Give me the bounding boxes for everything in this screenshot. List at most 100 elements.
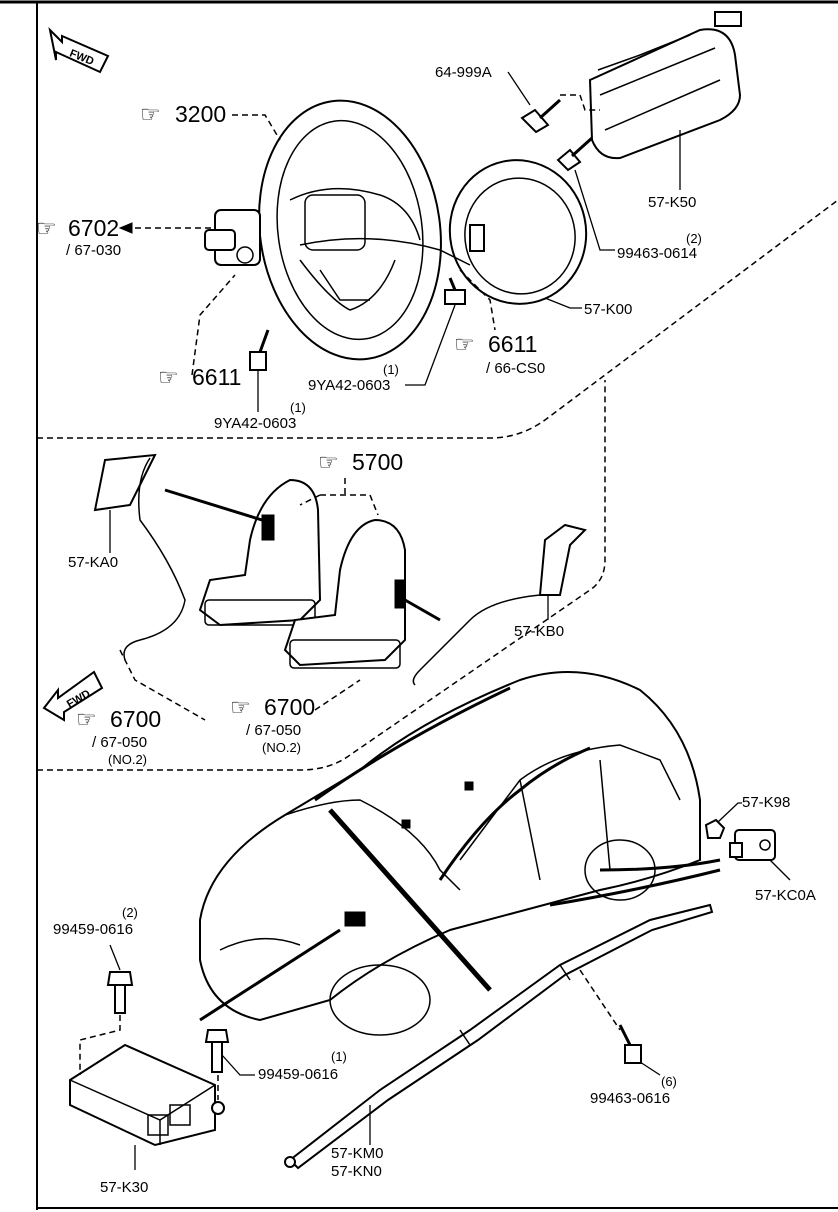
curtain-pointer-left xyxy=(199,928,341,1022)
leader-99463-0614 xyxy=(574,169,615,251)
curtain-airbag-module xyxy=(284,903,714,1170)
ref-6611-right-sub: / 66-CS0 xyxy=(486,360,545,377)
driver-airbag-module xyxy=(448,159,588,305)
part-9YA42-a-qty: (1) xyxy=(383,362,399,377)
part-57-KC0A: 57-KC0A xyxy=(755,887,816,904)
ref-6611-right[interactable]: 6611 / 66-CS0 xyxy=(486,331,545,377)
part-57-KA0: 57-KA0 xyxy=(68,554,118,571)
ref-3200-text: 3200 xyxy=(175,101,226,127)
ref-6702-sub: / 67-030 xyxy=(66,242,121,259)
ref-6611-left[interactable]: 6611 xyxy=(192,364,241,390)
leader-6611-left xyxy=(191,274,236,376)
airbag-control-unit xyxy=(69,1043,225,1147)
hand-icon: ☞ xyxy=(454,331,475,357)
part-57-K50: 57-K50 xyxy=(648,194,696,211)
side-airbag-module-left xyxy=(93,453,186,661)
hand-icon: ☞ xyxy=(76,706,97,732)
part-99463-0616-qty: (6) xyxy=(661,1074,677,1089)
leader-6700-left xyxy=(119,649,206,721)
bolt-9YA42-right xyxy=(444,277,466,305)
ref-6611-left-text: 6611 xyxy=(192,364,241,390)
leader-passenger-screw xyxy=(560,94,600,111)
ref-6700-left-text: 6700 xyxy=(110,706,161,732)
ref-6700-right[interactable]: 6700 / 67-050 (NO.2) xyxy=(246,694,315,755)
leader-99459-b xyxy=(221,1054,255,1076)
leader-control-unit-bolt xyxy=(79,1015,121,1075)
leader-6700-right xyxy=(314,679,361,711)
roof-rail-right xyxy=(438,746,591,881)
part-99459-a-qty: (2) xyxy=(122,905,138,920)
section-divider-upper xyxy=(37,199,838,439)
hand-icon: ☞ xyxy=(36,215,57,241)
part-57-KB0: 57-KB0 xyxy=(514,623,564,640)
roof-rail-left xyxy=(314,686,511,802)
bolt-99459-bottom xyxy=(204,1029,230,1073)
wire-steering xyxy=(299,237,471,266)
part-9YA42-b-qty: (1) xyxy=(290,400,306,415)
passenger-airbag-module xyxy=(588,11,742,160)
hand-icon: ☞ xyxy=(140,101,161,127)
part-99459-a: 99459-0616 xyxy=(53,921,133,938)
leader-57-KC0A xyxy=(769,859,791,881)
part-99459-b-qty: (1) xyxy=(331,1049,347,1064)
screw-99463-0614 xyxy=(556,136,594,172)
part-64-999A: 64-999A xyxy=(435,64,492,81)
part-9YA42-b: 9YA42-0603 xyxy=(214,415,296,432)
bolt-9YA42-left xyxy=(249,329,270,371)
ref-5700[interactable]: 5700 xyxy=(352,449,403,475)
part-57-KM0: 57-KM0 xyxy=(331,1145,384,1162)
leader-99459-a xyxy=(109,944,121,971)
part-57-K00: 57-K00 xyxy=(584,301,632,318)
leader-9YA42-a xyxy=(405,304,456,386)
part-57-KN0: 57-KN0 xyxy=(331,1163,382,1180)
bolt-99459-top xyxy=(106,971,134,1014)
leader-6611-right xyxy=(459,269,496,331)
hand-icon: ☞ xyxy=(158,364,179,390)
leader-curtain-bolt xyxy=(579,969,621,1031)
ref-6700-right-sub: / 67-050 xyxy=(246,722,301,739)
leader-5700 xyxy=(299,478,379,516)
ref-5700-text: 5700 xyxy=(352,449,403,475)
front-seat-left xyxy=(198,478,322,627)
front-seat-right xyxy=(283,518,406,669)
hand-icon: ☞ xyxy=(230,694,251,720)
sensor-pointer xyxy=(599,858,721,872)
part-99463-0616: 99463-0616 xyxy=(590,1090,670,1107)
curtain-pointer-right xyxy=(549,868,721,907)
part-99459-b: 99459-0616 xyxy=(258,1066,338,1083)
ref-6700-left-sub: / 67-050 xyxy=(92,734,147,751)
side-airbag-module-right xyxy=(412,523,587,686)
ref-6700-right-note: (NO.2) xyxy=(262,740,301,755)
part-9YA42-a: 9YA42-0603 xyxy=(308,377,390,394)
leader-99463-0616 xyxy=(639,1061,661,1076)
ref-6700-right-text: 6700 xyxy=(264,694,315,720)
curtain-pointer-mid xyxy=(328,808,492,992)
fwd-arrow-top: FWD xyxy=(48,26,110,74)
part-57-K30: 57-K30 xyxy=(100,1179,148,1196)
ref-6702-text: 6702 xyxy=(68,215,119,241)
crash-sensor-57-KC0A xyxy=(729,829,776,861)
seat-pointer-left xyxy=(164,488,263,522)
part-57-K98: 57-K98 xyxy=(742,794,790,811)
seat-pointer-right xyxy=(404,598,441,622)
hand-icon: ☞ xyxy=(318,449,339,475)
arrow-6702 xyxy=(118,222,133,234)
nut-57-K98 xyxy=(704,818,726,839)
ref-3200[interactable]: 3200 xyxy=(175,101,226,127)
steering-column-switch xyxy=(204,209,261,266)
part-99463-0614-qty: (2) xyxy=(686,231,702,246)
bolt-99463-0616 xyxy=(618,1024,642,1064)
hand-icons: ☞ ☞ ☞ ☞ ☞ ☞ ☞ xyxy=(36,101,475,732)
leader-3200 xyxy=(232,114,281,141)
screw-64-999A xyxy=(520,98,562,134)
leader-57-K00 xyxy=(544,297,582,309)
section-divider-lower xyxy=(37,380,606,771)
ref-6611-right-text: 6611 xyxy=(488,331,537,357)
ref-6702[interactable]: 6702 / 67-030 xyxy=(66,215,121,259)
part-99463-0614: 99463-0614 xyxy=(617,245,697,262)
ref-6700-left[interactable]: 6700 / 67-050 (NO.2) xyxy=(92,706,161,767)
leader-64-999A xyxy=(507,71,531,106)
ref-6700-left-note: (NO.2) xyxy=(108,752,147,767)
leader-57-K98 xyxy=(717,802,742,823)
